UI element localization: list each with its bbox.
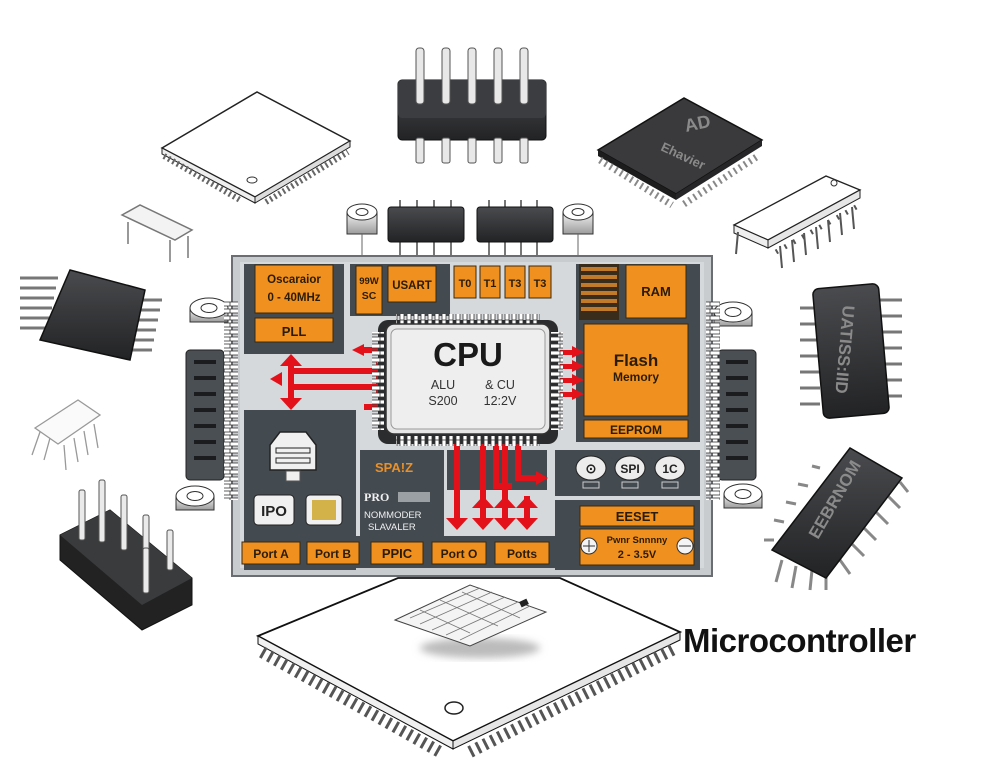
pin-header-top	[397, 47, 547, 164]
port-label: Port B	[315, 547, 351, 561]
soic-small-top-2	[476, 200, 554, 255]
cpu-chip: CPU ALU & CU S200 12:2V	[372, 314, 563, 446]
pro-label: PRO	[364, 490, 389, 504]
spare-label: SPA!Z	[375, 460, 413, 475]
ad-converter-chip: AD Ehavier	[596, 97, 764, 208]
timer-block	[453, 265, 477, 299]
port-modules: Port A Port B PPIC Port O Potts	[241, 541, 550, 565]
connector-left	[185, 349, 225, 481]
cpu-cu-label: & CU	[485, 378, 515, 392]
small-block-line1: 99W	[359, 276, 379, 287]
eeprom-label: EEPROM	[610, 423, 662, 437]
soic-small-top-1	[387, 200, 465, 255]
small-block-line2: SC	[362, 290, 377, 302]
port-label: Port A	[253, 547, 289, 561]
capacitor-right-top	[713, 301, 753, 327]
pro-line3: SLAVALER	[368, 522, 416, 533]
io-connector-icon	[269, 431, 317, 482]
cpu-voltage-label: 12:2V	[484, 394, 517, 408]
i2c-label: 1C	[662, 462, 678, 476]
oscillator-module: Oscaraior 0 - 40MHz	[254, 264, 334, 314]
bus-arrows	[270, 344, 584, 530]
port-block	[494, 541, 550, 565]
peripheral-label: ⊙	[586, 461, 597, 476]
dip-chip-outline-right	[732, 175, 862, 269]
capacitor-left-top	[189, 297, 229, 323]
port-label: Port O	[441, 547, 478, 561]
register-bank	[579, 264, 619, 320]
diagram-title: Microcontroller	[683, 622, 916, 659]
timer-label: T3	[534, 278, 547, 290]
power-supply-label: Pwnr Snnnny	[607, 535, 668, 546]
capacitor-top-left	[346, 203, 378, 256]
timer-modules: T0 T1 T3 T3	[453, 265, 552, 299]
port-label: PPIC	[382, 546, 413, 561]
status-led-block	[305, 494, 343, 526]
flash-label: Flash	[614, 351, 658, 370]
usart-module: USART	[387, 265, 437, 303]
board-pins-right	[706, 300, 720, 500]
board-pins-left	[224, 300, 238, 500]
timer-label: T3	[509, 278, 522, 290]
port-block	[306, 541, 360, 565]
peripheral-icons: ⊙ SPI 1C	[575, 455, 686, 489]
pll-module: PLL	[254, 317, 334, 343]
oscillator-frequency: 0 - 40MHz	[267, 292, 320, 304]
pll-label: PLL	[282, 324, 307, 339]
reset-module: EESET	[579, 505, 695, 527]
ipo-block: IPO	[253, 494, 295, 526]
oscillator-label: Oscaraior	[267, 274, 321, 286]
reset-label: EESET	[616, 509, 659, 524]
spi-label: SPI	[620, 462, 639, 476]
port-block	[241, 541, 301, 565]
usart-label: USART	[392, 280, 432, 292]
ipo-label: IPO	[261, 503, 287, 520]
timer-block	[479, 265, 501, 299]
capacitor-left-bottom	[175, 485, 215, 511]
eeprom-module: EEPROM	[583, 419, 689, 439]
dip-chip-outline-left	[31, 399, 102, 471]
soic-chip-right: UATISS:IID	[800, 283, 902, 419]
cpu-alu-label: ALU	[431, 378, 455, 392]
timer-label: T0	[459, 278, 472, 290]
connector-right	[717, 349, 757, 481]
timer-block	[504, 265, 526, 299]
timer-label: T1	[484, 278, 497, 290]
power-voltage-label: 2 - 3.5V	[618, 549, 657, 561]
port-block	[431, 541, 487, 565]
memory-label: Memory	[613, 370, 659, 384]
pin-header-bottom-left	[59, 479, 193, 631]
ram-label: RAM	[641, 284, 671, 299]
timer-block	[528, 265, 552, 299]
qfp-chip-outline-bottom	[255, 577, 683, 758]
pro-line2: NOMMODER	[364, 510, 422, 521]
crystal-component	[120, 204, 194, 262]
pro-indicator-bar	[398, 492, 430, 502]
cpu-label: CPU	[433, 336, 503, 373]
eeprom-chip: EEBRNOM	[764, 447, 910, 591]
small-block-module: 99W SC	[355, 265, 383, 315]
cpu-model-label: S200	[428, 394, 457, 408]
power-supply-module: Pwnr Snnnny 2 - 3.5V	[579, 528, 695, 566]
soic-chip-left	[20, 269, 162, 361]
port-label: Potts	[507, 547, 537, 561]
ram-module: RAM	[625, 264, 687, 319]
port-block	[370, 541, 424, 565]
flash-memory-module: Flash Memory	[583, 323, 689, 417]
capacitor-right-bottom	[723, 483, 763, 509]
qfp-chip-outline-top-left	[160, 91, 352, 205]
capacitor-top-right	[562, 203, 594, 256]
